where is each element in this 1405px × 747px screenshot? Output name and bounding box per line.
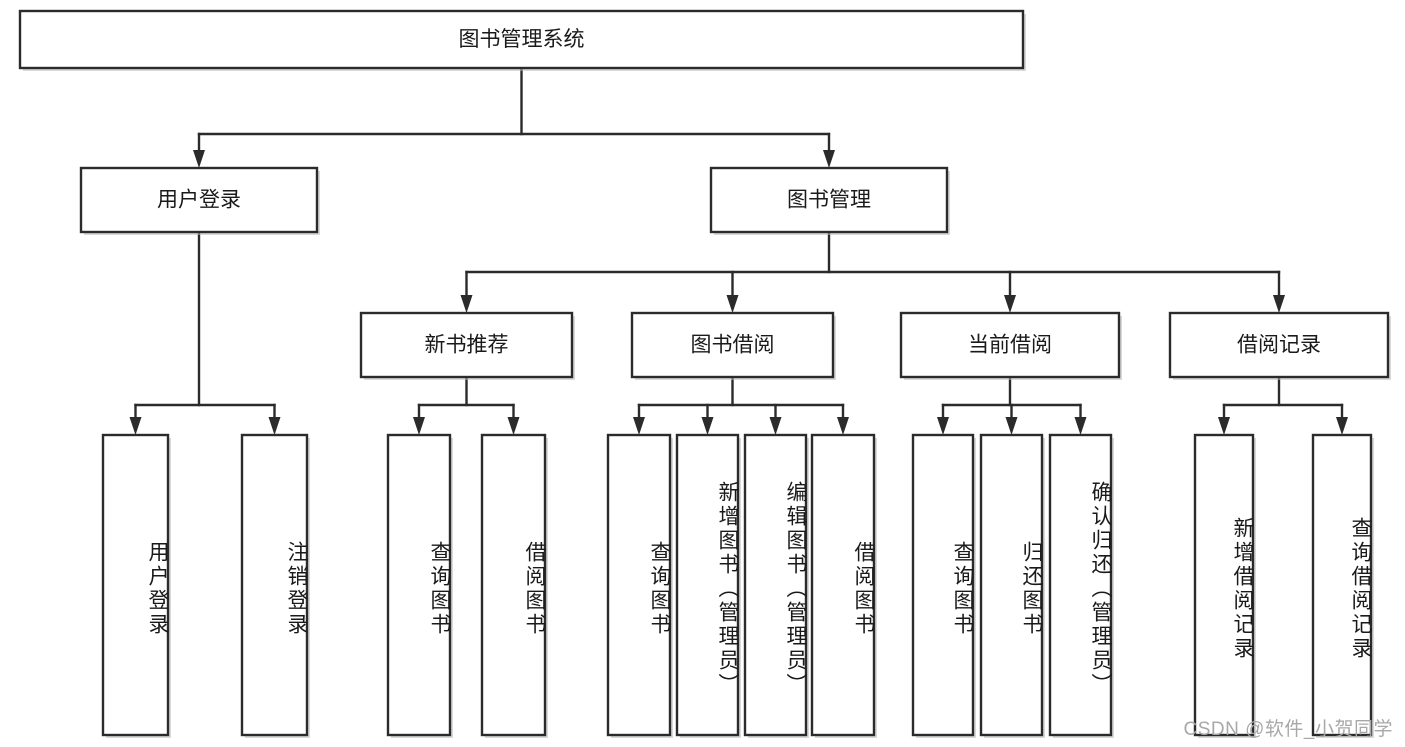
- node-box-leaf-borrow-book-2[interactable]: [810, 433, 876, 737]
- node-label-book-borrow: 图书借阅: [691, 334, 775, 357]
- watermark-text: CSDN @软件_小贺同学: [1183, 719, 1393, 740]
- node-box-leaf-return-book[interactable]: [979, 433, 1044, 737]
- arrow-head-icon: [937, 417, 949, 435]
- arrow-head-icon: [701, 417, 714, 435]
- node-box-new-book-rec[interactable]: [359, 311, 574, 379]
- node-box-leaf-logout[interactable]: [240, 433, 309, 737]
- node-box-leaf-user-login[interactable]: [101, 433, 170, 737]
- arrow-head-icon: [1005, 417, 1018, 435]
- node-label-borrow-record: 借阅记录: [1237, 334, 1321, 357]
- arrow-head-icon: [823, 150, 835, 168]
- arrow-head-icon: [129, 417, 142, 435]
- arrow-head-icon: [633, 417, 645, 435]
- node-box-leaf-query-book-2[interactable]: [606, 433, 672, 737]
- node-box-leaf-add-record[interactable]: [1193, 433, 1255, 737]
- node-box-root[interactable]: [18, 9, 1025, 70]
- node-box-current-borrow[interactable]: [899, 311, 1121, 379]
- node-box-leaf-edit-book[interactable]: [743, 433, 808, 737]
- node-label-book-manage: 图书管理: [787, 189, 871, 212]
- arrow-head-icon: [726, 295, 739, 313]
- node-box-borrow-record[interactable]: [1168, 311, 1390, 379]
- node-box-user-login[interactable]: [79, 166, 319, 234]
- arrow-head-icon: [837, 417, 849, 435]
- node-label-user-login: 用户登录: [157, 189, 241, 212]
- arrow-head-icon: [769, 417, 782, 435]
- arrow-head-icon: [1074, 417, 1087, 435]
- arrow-head-icon: [268, 417, 281, 435]
- node-box-leaf-add-book[interactable]: [675, 433, 740, 737]
- edges-layer: [129, 66, 1348, 435]
- node-label-new-book-rec: 新书推荐: [425, 334, 509, 357]
- node-box-leaf-confirm-return[interactable]: [1048, 433, 1113, 737]
- node-box-book-borrow[interactable]: [630, 311, 835, 379]
- arrow-head-icon: [1218, 417, 1230, 435]
- arrow-head-icon: [1004, 295, 1016, 313]
- node-label-current-borrow: 当前借阅: [968, 334, 1052, 357]
- arrow-head-icon: [193, 150, 205, 168]
- node-box-leaf-query-record[interactable]: [1311, 433, 1373, 737]
- node-box-leaf-borrow-book-1[interactable]: [480, 433, 547, 737]
- arrow-head-icon: [1273, 295, 1285, 313]
- node-box-book-manage[interactable]: [709, 166, 949, 234]
- arrow-head-icon: [507, 417, 520, 435]
- arrow-head-icon: [460, 295, 473, 313]
- node-label-root: 图书管理系统: [459, 28, 585, 51]
- node-box-leaf-query-book-3[interactable]: [911, 433, 975, 737]
- node-box-leaf-query-book-1[interactable]: [386, 433, 452, 737]
- arrow-head-icon: [1336, 417, 1348, 435]
- boxes-layer: [18, 9, 1391, 738]
- arrow-head-icon: [413, 417, 425, 435]
